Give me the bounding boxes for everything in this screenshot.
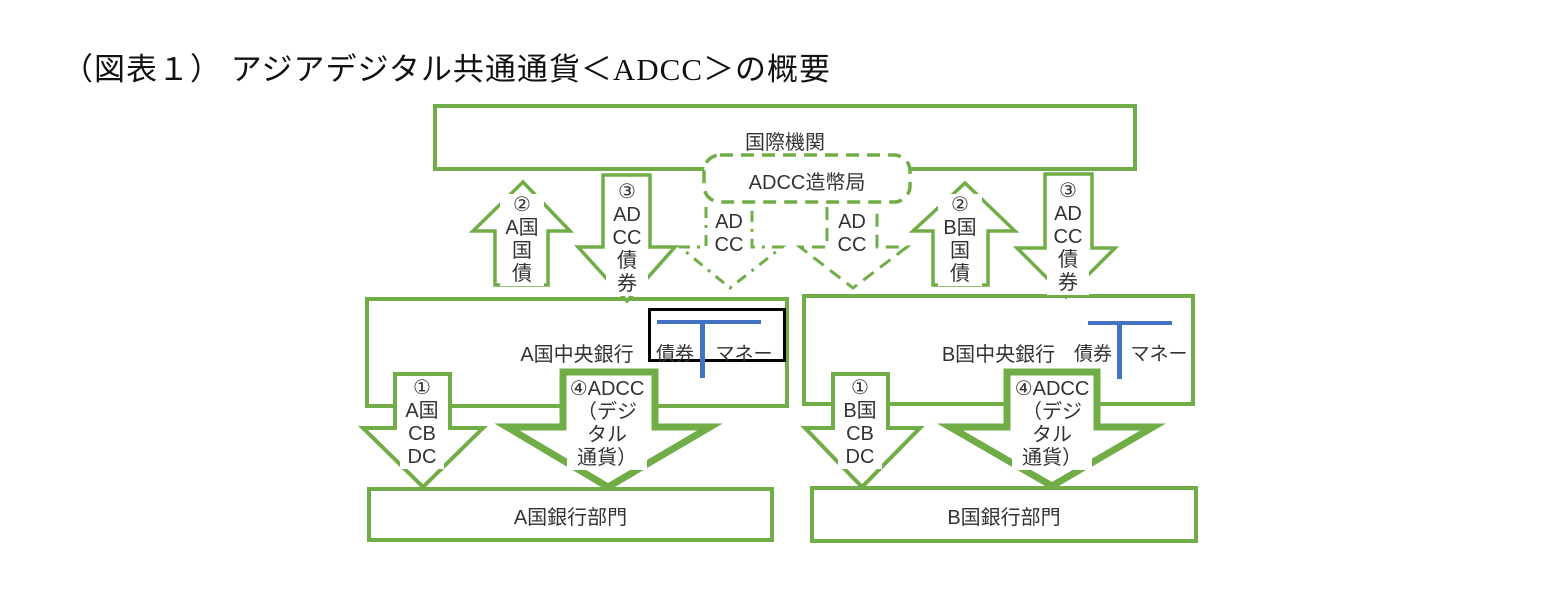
central-bank-b-label: B国中央銀行 [941,344,1056,366]
t-account-a-money-label: マネー [715,344,773,365]
banking-sector-b-label: B国銀行部門 [947,507,1061,529]
adcc-dashed-flow-label-a: AD CC [709,211,749,257]
banking-sector-a-box [367,487,774,542]
t-account-b-money-label: マネー [1130,344,1188,365]
t-account-a-top-rule [657,320,761,324]
international-org-box [433,104,1137,171]
t-account-a-box [648,308,786,362]
central-bank-a-label: A国中央銀行 [520,344,634,366]
banking-sector-a-label: A国銀行部門 [513,507,628,529]
adcc-mint-label: ADCC造幣局 [748,172,866,194]
adcc-mint-dashed-box [702,153,912,204]
figure-title: （図表１） アジアデジタル共通通貨＜ADCC＞の概要 [62,52,832,87]
t-account-a-assets-label: 債券 [655,344,694,365]
adcc-digital-flow-label-a: ④ADCC （デジ タル 通貨） [567,378,647,470]
a-cbdc-flow-label: ① A国 CB DC [400,377,444,469]
adcc-digital-flow-label-b: ④ADCC （デジ タル 通貨） [1012,378,1092,470]
adcc-dashed-down-arrow-b [795,207,912,290]
t-account-b-assets-label: 債券 [1073,344,1112,365]
adcc-bond-flow-label-b: ③ AD CC 債 券 [1047,180,1089,295]
adcc-dashed-flow-label-b: AD CC [832,211,872,257]
adcc-bond-flow-label-a: ③ AD CC 債 券 [606,181,648,296]
adcc-dashed-down-arrow-a [675,207,787,290]
a-gov-bond-flow-label: ② A国 国 債 [500,194,544,286]
t-account-b-top-rule [1088,321,1172,325]
t-account-b-divider [1117,321,1122,379]
b-gov-bond-flow-label: ② B国 国 債 [938,194,982,286]
b-cbdc-flow-label: ① B国 CB DC [838,377,882,469]
banking-sector-b-box [810,486,1198,543]
international-org-label: 国際機関 [745,132,825,154]
t-account-a-divider [700,320,705,378]
